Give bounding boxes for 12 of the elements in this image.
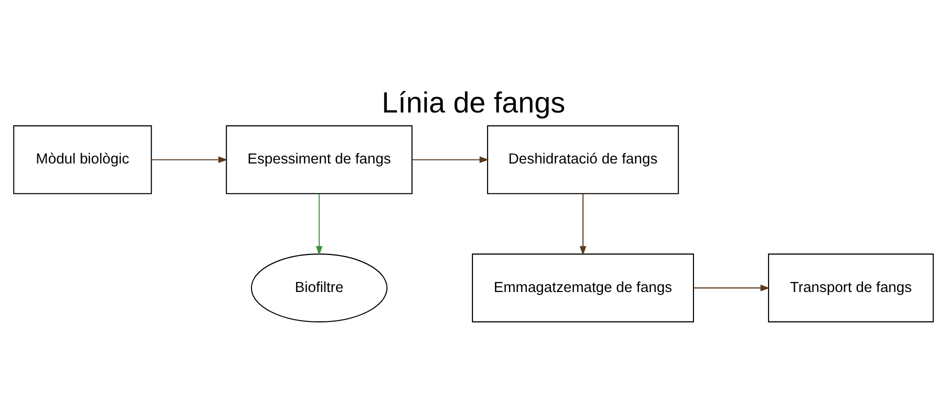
arrow [694, 284, 770, 292]
arrow [580, 194, 586, 256]
node-ellipse: Biofiltre [250, 254, 388, 322]
node-box: Mòdul biològic [13, 125, 152, 194]
diagram-title: Línia de fangs [382, 88, 566, 120]
arrow [412, 156, 489, 163]
node-box: Deshidratació de fangs [487, 125, 679, 194]
node-box: Espessiment de fangs [226, 125, 413, 194]
arrow [316, 194, 322, 256]
node-box: Emmagatzematge de fangs [472, 254, 694, 322]
arrow [151, 156, 228, 163]
node-box: Transport de fangs [768, 254, 934, 322]
